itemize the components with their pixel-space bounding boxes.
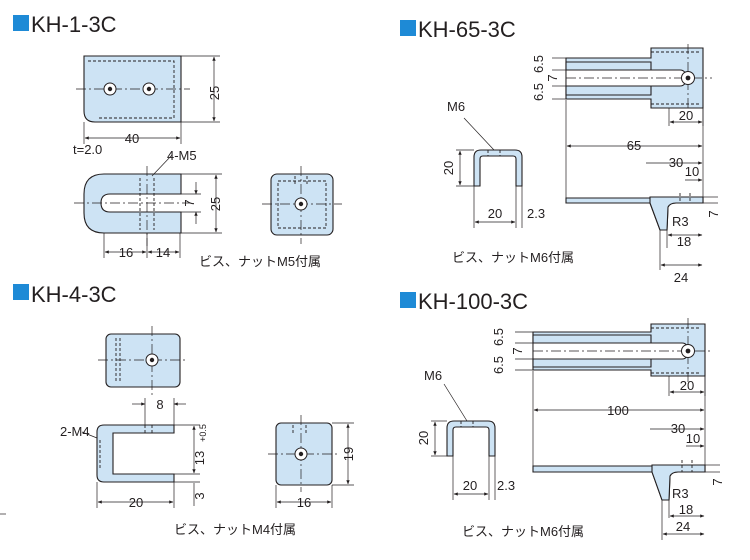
kh65-thread: M6 <box>447 99 465 114</box>
kh100-channel-view: M6 20 20 2.3 <box>416 368 515 500</box>
kh100-dim-10: 10 <box>686 431 700 446</box>
kh65-section: KH-65-3C 6.5 6.5 7 20 M6 <box>400 17 721 285</box>
kh65-side-view: 65 30 10 7 R3 18 24 <box>565 100 721 285</box>
kh1-dim-left: 16 <box>119 245 133 260</box>
kh1-dim-right: 14 <box>156 245 170 260</box>
kh65-dim-24: 24 <box>674 270 688 285</box>
kh1-dim-slot: 7 <box>182 199 197 206</box>
kh1-dim-side: 25 <box>208 197 223 211</box>
kh65-dim-30: 30 <box>669 155 683 170</box>
kh65-dim-length: 65 <box>627 138 641 153</box>
kh100-dim-length: 100 <box>607 403 629 418</box>
kh100-dim-channel-w: 20 <box>463 478 477 493</box>
kh100-dim-lip: 2.3 <box>497 478 515 493</box>
kh1-title: KH-1-3C <box>31 12 117 37</box>
kh4-note: ビス、ナットM4付属 <box>174 522 296 537</box>
kh4-dim-lip: 3 <box>192 492 207 499</box>
kh65-dim-slot: 7 <box>545 74 560 81</box>
kh100-note: ビス、ナットM6付属 <box>462 524 584 539</box>
kh65-dim-channel-h: 20 <box>441 161 456 175</box>
kh100-dim-slot: 7 <box>510 347 525 354</box>
kh100-title-marker <box>400 292 416 308</box>
kh100-dim-30: 30 <box>671 421 685 436</box>
kh1-slot-view: 4-M5 7 25 16 14 <box>74 148 223 260</box>
kh100-dim-end: 20 <box>680 378 694 393</box>
kh65-note: ビス、ナットM6付属 <box>452 250 574 265</box>
kh4-dim-side: 19 <box>341 447 356 461</box>
kh100-title: KH-100-3C <box>418 289 528 314</box>
kh4-side-view: 19 16 <box>268 415 356 510</box>
kh4-dim-side-w: 16 <box>297 495 311 510</box>
kh1-dim-width: 40 <box>125 131 139 146</box>
kh4-title: KH-4-3C <box>31 282 117 307</box>
kh100-radius: R3 <box>672 486 689 501</box>
kh1-thread: 4-M5 <box>167 148 197 163</box>
kh65-dim-end: 20 <box>679 108 693 123</box>
kh65-title: KH-65-3C <box>418 17 516 42</box>
kh100-side-view: 100 30 10 7 R3 18 24 <box>532 371 725 540</box>
kh1-section: KH-1-3C 25 40 t=2.0 4-M <box>13 12 342 269</box>
kh4-section: KH-4-3C 8 2-M4 13 +0.5 3 <box>13 282 356 537</box>
kh4-thread: 2-M4 <box>60 424 90 439</box>
kh4-channel-view: 8 2-M4 13 +0.5 3 20 <box>60 397 208 510</box>
kh65-dim-a: 6.5 <box>531 55 546 73</box>
kh100-section: KH-100-3C 6.5 6.5 7 20 M6 <box>400 289 725 540</box>
kh65-plan-view: 6.5 6.5 7 20 <box>531 44 712 126</box>
kh100-dim-a: 6.5 <box>491 328 506 346</box>
kh1-top-view: 25 40 t=2.0 <box>73 55 222 157</box>
kh1-title-marker <box>13 15 29 31</box>
kh65-dim-b: 6.5 <box>531 83 546 101</box>
kh1-dim-height: 25 <box>207 86 222 100</box>
kh100-dim-7: 7 <box>710 478 725 485</box>
kh100-plan-view: 6.5 6.5 7 20 <box>491 318 713 396</box>
kh100-dim-b: 6.5 <box>491 356 506 374</box>
kh100-dim-channel-h: 20 <box>416 431 431 445</box>
kh4-dim-opening: 13 <box>192 451 207 465</box>
kh4-title-marker <box>13 284 29 300</box>
kh4-top-view <box>98 326 188 396</box>
kh65-dim-7: 7 <box>706 210 721 217</box>
kh4-dim-top: 8 <box>156 397 163 412</box>
kh1-square-view <box>262 166 342 244</box>
kh4-tolerance: +0.5 <box>198 424 208 442</box>
kh100-dim-18: 18 <box>679 502 693 517</box>
kh65-title-marker <box>400 20 416 36</box>
kh4-dim-width: 20 <box>129 495 143 510</box>
kh65-dim-channel-w: 20 <box>488 206 502 221</box>
kh65-dim-10: 10 <box>685 164 699 179</box>
kh65-dim-lip: 2.3 <box>527 206 545 221</box>
kh100-dim-24: 24 <box>676 519 690 534</box>
kh100-thread: M6 <box>424 368 442 383</box>
kh65-radius: R3 <box>672 214 689 229</box>
kh65-channel-view: M6 20 20 2.3 <box>441 99 545 228</box>
kh65-dim-18: 18 <box>677 234 691 249</box>
kh1-note: ビス、ナットM5付属 <box>199 254 321 269</box>
kh1-thickness: t=2.0 <box>73 142 102 157</box>
